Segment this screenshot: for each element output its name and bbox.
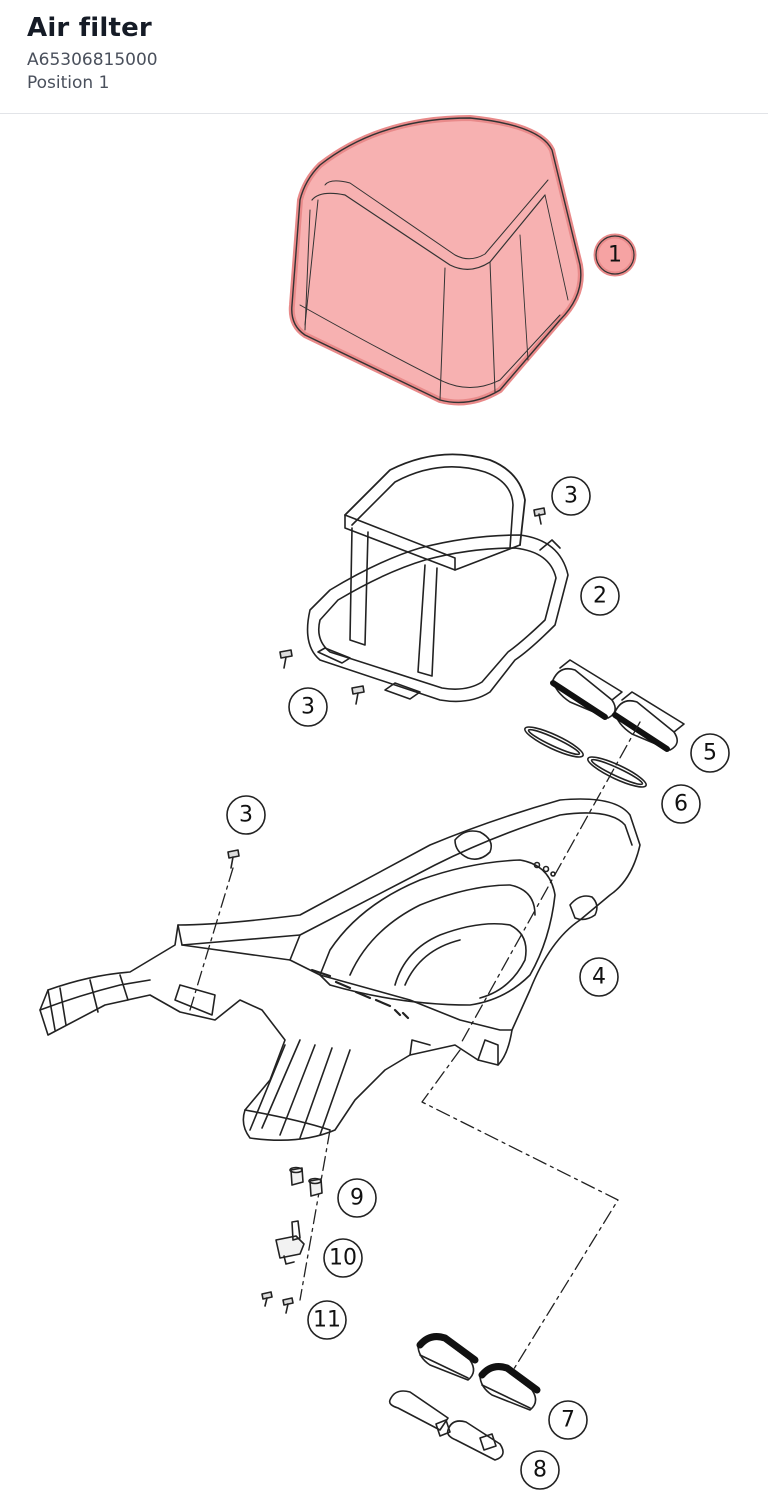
callout-4[interactable]: 4 [579,957,619,997]
callout-5[interactable]: 5 [690,733,730,773]
part-1-air-filter[interactable] [288,115,584,406]
part-header: Air filter A65306815000 Position 1 [0,0,768,114]
callout-1-label: 1 [608,243,622,268]
callout-3-left-label: 3 [301,695,315,720]
callout-10-label: 10 [329,1246,357,1271]
callout-3-lower[interactable]: 3 [226,795,266,835]
callout-5-label: 5 [703,741,717,766]
exploded-parts-diagram: 1 3 2 3 [0,114,768,1491]
callout-4-label: 4 [592,965,606,990]
callout-8-label: 8 [533,1458,547,1483]
page-title: Air filter [27,13,152,43]
callout-9-label: 9 [350,1186,364,1211]
callout-9[interactable]: 9 [337,1178,377,1218]
callout-6-label: 6 [674,792,688,817]
part-5-intake-sleeves[interactable] [550,659,685,752]
callout-3-lower-label: 3 [239,803,253,828]
part-11-screws[interactable] [261,1291,294,1314]
callout-6[interactable]: 6 [661,784,701,824]
part-6-seals[interactable] [522,722,649,792]
callout-7-label: 7 [561,1408,575,1433]
part-number: A65306815000 [27,50,158,70]
callout-1[interactable]: 1 [593,233,637,277]
callout-2[interactable]: 2 [580,576,620,616]
part-9-bushings[interactable] [289,1166,323,1197]
part-4-air-filter-box[interactable] [39,798,641,1142]
callout-3-top-label: 3 [564,484,578,509]
part-2-filter-frame[interactable] [306,453,569,703]
callout-11-label: 11 [313,1308,341,1333]
part-3-screws[interactable] [227,507,546,869]
callout-11[interactable]: 11 [307,1300,347,1340]
callout-2-label: 2 [593,584,607,609]
part-10-sensor[interactable] [275,1220,305,1265]
callout-8[interactable]: 8 [520,1450,560,1490]
callout-7[interactable]: 7 [548,1400,588,1440]
part-8-clamps[interactable] [388,1390,504,1461]
callout-3-left[interactable]: 3 [288,687,328,727]
callout-3-top[interactable]: 3 [551,476,591,516]
part-7-intake-flanges[interactable] [416,1333,541,1411]
position-label: Position 1 [27,73,110,93]
assembly-lines [189,721,641,1373]
callout-10[interactable]: 10 [323,1238,363,1278]
